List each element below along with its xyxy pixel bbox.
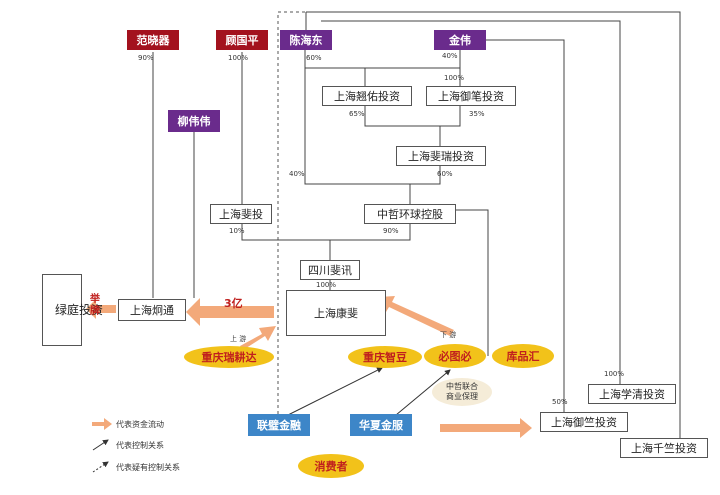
company-yubi: 上海御笔投资 <box>426 86 516 106</box>
company-feitou: 上海斐投 <box>210 204 272 224</box>
ellipse-ruiye: 重庆瑞耕达 <box>184 346 274 368</box>
capital-flows <box>86 296 532 438</box>
legend-suspected-control: 代表疑有控制关系 <box>116 463 180 472</box>
finance-huaxia: 华夏金服 <box>350 414 412 436</box>
person-gu: 顾国平 <box>216 30 268 50</box>
company-qianzhu: 上海千竺投资 <box>620 438 708 458</box>
pct-yuzhu: 50% <box>552 398 568 406</box>
alliance-line-2: 商业保理 <box>446 392 478 401</box>
finance-lianbi: 联璧金融 <box>248 414 310 436</box>
ellipse-alliance: 中哲联合 商业保理 <box>432 378 492 406</box>
pct-jin-yubi: 100% <box>444 74 465 82</box>
pct-feirui: 60% <box>437 170 453 178</box>
person-jin: 金伟 <box>434 30 486 50</box>
pct-fan: 90% <box>138 54 154 62</box>
ellipse-bitu: 必图必 <box>424 344 486 368</box>
pct-feitou: 10% <box>229 227 245 235</box>
company-lvting-label: 绿庭投资 <box>55 302 104 317</box>
pct-xueqing: 100% <box>604 370 625 378</box>
pct-gu: 100% <box>228 54 249 62</box>
company-yuzhu: 上海御竺投资 <box>540 412 628 432</box>
ellipse-consumer: 消费者 <box>298 454 364 478</box>
pct-zhongzhe: 90% <box>383 227 399 235</box>
company-sichuan: 四川斐讯 <box>300 260 360 280</box>
person-fan: 范晓器 <box>127 30 179 50</box>
flow-label-listing: 举牌 <box>90 294 100 317</box>
control-arrows <box>277 367 451 421</box>
pct-yubi: 35% <box>469 110 485 118</box>
person-liu: 柳伟伟 <box>168 110 220 132</box>
flow-label-down: 下 游 <box>440 331 457 339</box>
legend-lines <box>92 439 109 473</box>
legend-control: 代表控制关系 <box>116 441 164 450</box>
pct-sichuan: 100% <box>316 281 337 289</box>
flow-label-amount: 3亿 <box>224 297 243 310</box>
pct-huiyou: 65% <box>349 110 365 118</box>
company-xueqing: 上海学清投资 <box>588 384 676 404</box>
suspected-control-frame <box>277 11 306 420</box>
control-lines <box>152 11 681 440</box>
ellipse-kupin: 库品汇 <box>492 344 554 368</box>
company-tongtong: 上海炯通 <box>118 299 186 321</box>
company-kangfei: 上海康斐 <box>286 290 386 336</box>
flow-label-up: 上 游 <box>230 335 247 343</box>
pct-chen: 60% <box>306 54 322 62</box>
company-zhongzhe: 中哲环球控股 <box>364 204 456 224</box>
pct-chen-left: 40% <box>289 170 305 178</box>
ellipse-zhidou: 重庆智豆 <box>348 346 422 368</box>
person-chen: 陈海东 <box>280 30 332 50</box>
company-huiyou: 上海翘佑投资 <box>322 86 412 106</box>
pct-jin-top: 40% <box>442 52 458 60</box>
company-lvting: 绿庭投资 <box>42 274 104 346</box>
legend-capital-flow: 代表资金流动 <box>116 420 164 429</box>
alliance-line-1: 中哲联合 <box>446 382 478 391</box>
company-feirui: 上海斐瑞投资 <box>396 146 486 166</box>
